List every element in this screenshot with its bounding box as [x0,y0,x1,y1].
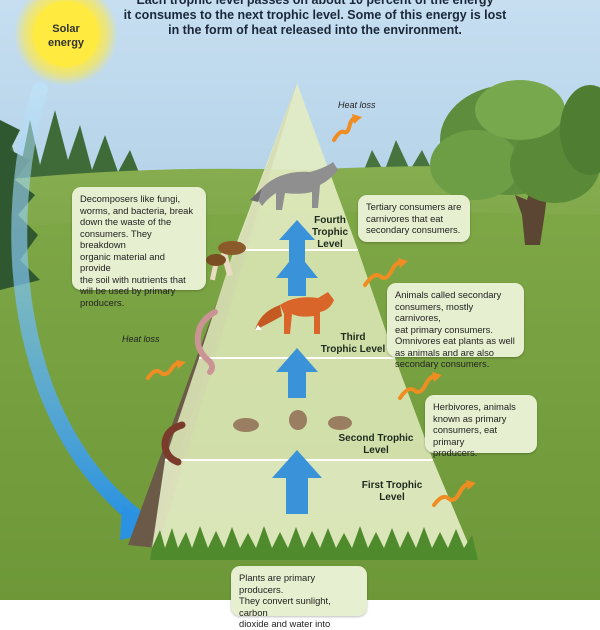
primary-line-4: producers. [433,447,478,458]
first-level-line-1: First Trophic [361,480,423,491]
primary-line-3: consumers, eat primary [433,424,498,447]
mouse-2 [289,410,307,430]
decomposers-line-3: down the waste of the [80,216,172,227]
first-level-line-2: Level [379,492,405,503]
mushrooms [206,241,246,281]
tertiary-consumers-info-box: Tertiary consumers are carnivores that e… [358,195,470,242]
energy-arrow-second [276,348,318,398]
decomposers-line-6: the soil with nutrients that [80,273,186,285]
third-trophic-level-label: Third Trophic Level [318,332,388,356]
decomposers-line-1: Decomposers like fungi, [80,193,181,204]
secondary-line-3: eat primary consumers. [395,323,493,335]
heat-arrow-left [146,361,182,380]
mouse-1 [233,418,259,432]
pyramid-level-first [152,460,470,548]
third-level-line-1: Third [340,332,366,343]
fourth-trophic-level-label: Fourth Trophic Level [300,215,360,251]
heat-loss-label-left: Heat loss [122,334,160,344]
producer-grass [150,526,478,560]
secondary-line-6: secondary consumers. [395,358,490,369]
solar-energy-label-line-2: energy [47,37,85,49]
primary-consumers-info-box: Herbivores, animals known as primary con… [425,395,537,458]
decomposers-info-box: Decomposers like fungi, worms, and bacte… [72,187,206,308]
primary-line-1: Herbivores, animals [433,401,516,412]
solar-energy-label-line-1: Solar [52,23,80,35]
header-line-2: it consumes to the next trophic level. S… [123,8,507,22]
pyramid-level-second [165,358,433,460]
pyramid-level-fourth [234,83,358,250]
decomposers-line-7: will be used by primary [80,285,176,296]
mice [233,410,352,432]
first-trophic-level-label: First Trophic Level [352,480,432,504]
tertiary-line-1: Tertiary consumers are [366,201,462,212]
heat-arrow-level2 [432,482,472,507]
energy-arrow-first [272,450,322,514]
solar-energy-arrow [11,82,148,528]
secondary-line-4: Omnivores eat plants as well [395,335,515,346]
tertiary-line-3: secondary consumers. [366,224,461,235]
oak-tree [430,80,600,245]
heat-arrow-level4 [363,260,404,287]
decomposers-line-8: producers. [80,296,125,308]
second-trophic-level-label: Second Trophic Level [336,433,416,457]
heat-arrow-level3 [398,374,438,400]
heat-loss-arrows [146,116,472,507]
solar-energy-label: Solar energy [36,22,96,50]
producers-line-1: Plants are primary producers. [239,572,316,595]
fox [255,292,334,334]
heat-loss-label-top: Heat loss [338,100,376,110]
second-level-line-2: Level [363,445,389,456]
secondary-consumers-info-box: Animals called secondary consumers, most… [387,283,524,369]
tertiary-line-2: carnivores that eat [366,212,444,224]
energy-arrow-fourth [279,220,315,276]
energy-arrows [272,220,322,514]
earthworm [194,309,218,375]
fourth-level-line-2: Trophic [311,227,349,238]
millipede [161,421,186,466]
wolf [250,162,338,210]
secondary-line-2: consumers, mostly carnivores, [395,300,474,324]
header-line-1: Each trophic level passes on about 10 pe… [136,0,494,7]
producers-line-2: They convert sunlight, carbon [239,595,331,618]
decomposers-line-5: organic material and provide [80,250,165,274]
header-caption: Each trophic level passes on about 10 pe… [100,0,530,38]
decomposers-line-2: worms, and bacteria, break [80,204,194,216]
secondary-line-1: Animals called secondary [395,289,502,300]
mouse-3 [328,416,352,430]
primary-producers-info-box: Plants are primary producers. They conve… [231,566,367,629]
third-level-line-2: Trophic Level [320,344,386,355]
secondary-line-5: as animals and are also [395,346,495,358]
fourth-level-line-1: Fourth [314,215,346,226]
primary-line-2: known as primary [433,412,507,424]
second-level-line-1: Second Trophic [338,433,414,444]
producers-line-3: dioxide and water into [239,618,331,629]
heat-arrow-top [332,116,358,142]
decomposers-line-4: consumers. They breakdown [80,227,152,251]
header-line-3: in the form of heat released into the en… [168,23,462,37]
background-trees-left [0,110,140,185]
fourth-level-line-3: Level [317,239,343,250]
